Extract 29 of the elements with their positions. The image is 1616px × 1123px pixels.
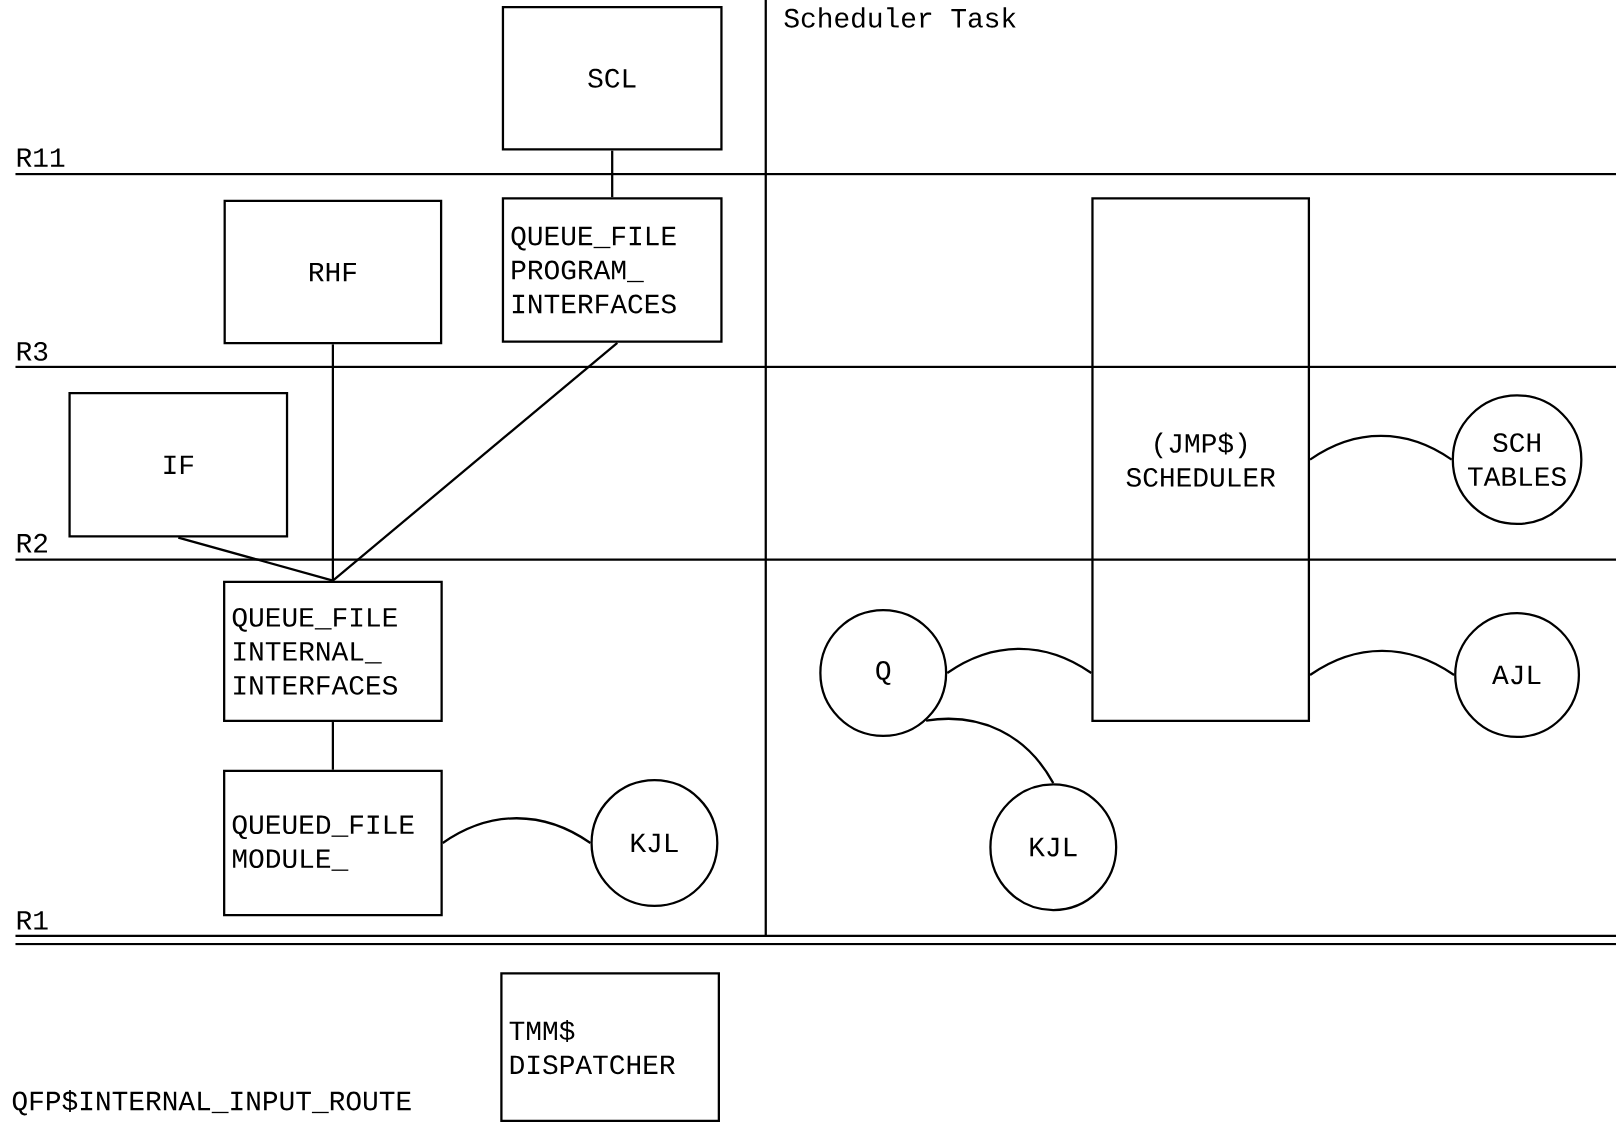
circle-node: SCH TABLES	[1451, 394, 1583, 525]
connector-line	[925, 717, 1055, 784]
text-label: Scheduler Task	[784, 7, 1016, 28]
circle-node: Q	[819, 608, 948, 737]
connector-line	[1309, 434, 1453, 461]
connector-line	[178, 536, 334, 582]
process-box: QUEUE_FILE PROGRAM_ INTERFACES	[501, 197, 723, 343]
connector-line	[946, 647, 1092, 674]
process-box: TMM$ DISPATCHER	[500, 972, 720, 1122]
circle-node: KJL	[989, 783, 1118, 911]
level-label: R11	[17, 148, 65, 167]
circle-node: KJL	[590, 778, 719, 907]
process-box: QUEUED_FILE MODULE_	[223, 769, 443, 917]
connector-line	[442, 817, 592, 844]
process-box: IF	[68, 391, 289, 538]
process-box: SCL	[501, 5, 723, 151]
text-label: QFP$INTERNAL_INPUT_ROUTE	[12, 1089, 411, 1116]
process-box: QUEUE_FILE INTERNAL_ INTERFACES	[223, 580, 443, 722]
level-label: R3	[17, 341, 48, 361]
level-label: R2	[17, 533, 47, 553]
connector-line	[331, 721, 335, 770]
circle-node: AJL	[1454, 611, 1581, 738]
process-box: RHF	[223, 199, 443, 345]
level-label: R1	[17, 911, 48, 930]
process-box: (JMP$) SCHEDULER	[1091, 197, 1311, 722]
connector-line	[332, 341, 619, 582]
connector-line	[331, 344, 335, 581]
connector-line	[611, 150, 614, 198]
connector-line	[1309, 649, 1455, 676]
